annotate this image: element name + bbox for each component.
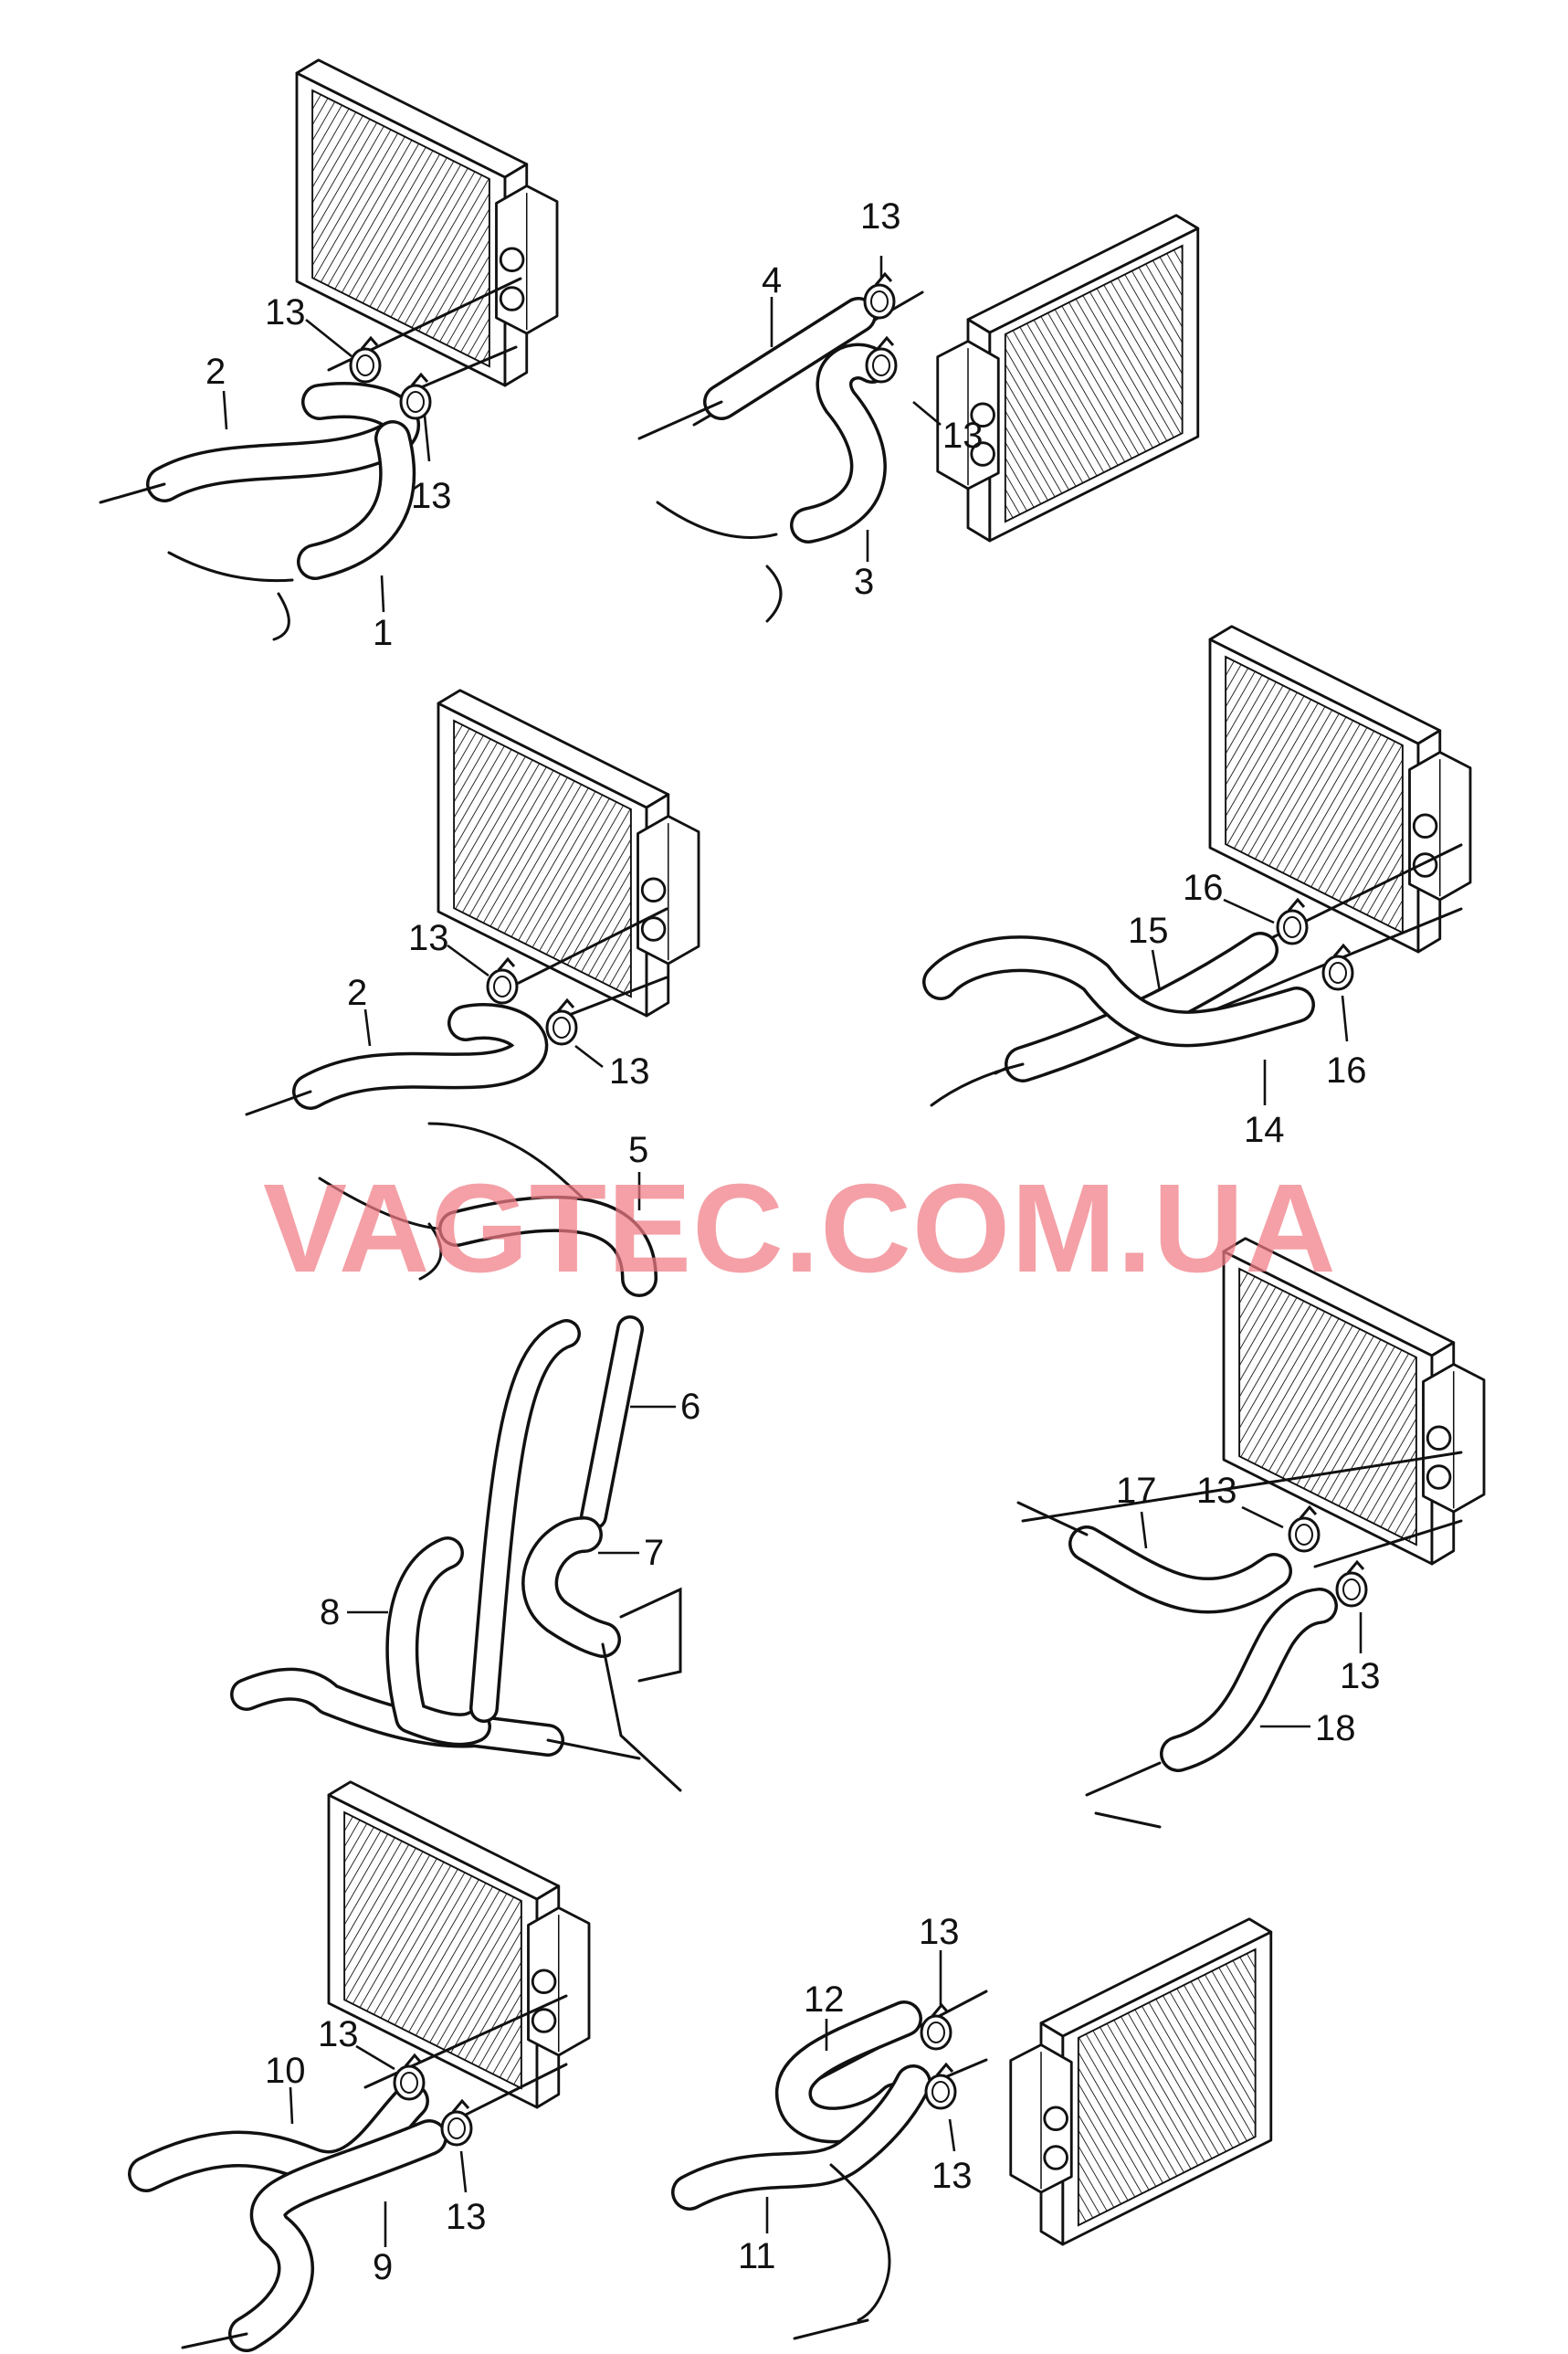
hose-3 bbox=[790, 343, 890, 544]
group-c: 13 13 2 bbox=[245, 689, 700, 1281]
group-f: 13 13 17 18 bbox=[1016, 1237, 1486, 1829]
label-14: 14 bbox=[1244, 1110, 1285, 1150]
hose-clamp-icon bbox=[399, 373, 432, 420]
label-13: 13 bbox=[1340, 1656, 1381, 1696]
label-13: 13 bbox=[1196, 1471, 1237, 1511]
group-g: 13 13 10 9 bbox=[128, 1780, 591, 2352]
hose-9 bbox=[228, 2119, 447, 2352]
hose-7 bbox=[521, 1516, 621, 1658]
hose-clamp-icon bbox=[349, 336, 382, 384]
group-h: 13 13 12 11 bbox=[671, 1912, 1271, 2340]
heater-core-a bbox=[295, 58, 559, 387]
label-5: 5 bbox=[628, 1130, 648, 1170]
label-11: 11 bbox=[738, 2236, 776, 2276]
hose-clamp-icon bbox=[393, 2053, 426, 2101]
hose-14 bbox=[922, 935, 1315, 1048]
hose-12 bbox=[775, 2000, 922, 2144]
label-13: 13 bbox=[411, 476, 452, 516]
hose-8 bbox=[230, 1319, 581, 1757]
hose-18 bbox=[1160, 1588, 1338, 1772]
label-7: 7 bbox=[644, 1533, 664, 1573]
group-a: 13 13 2 1 bbox=[99, 58, 559, 653]
label-16: 16 bbox=[1326, 1050, 1367, 1091]
heater-core-b bbox=[938, 216, 1198, 541]
label-16: 16 bbox=[1183, 868, 1224, 908]
label-6: 6 bbox=[680, 1387, 700, 1427]
label-2: 2 bbox=[347, 973, 367, 1013]
label-4: 4 bbox=[762, 260, 782, 301]
hose-clamp-icon bbox=[545, 998, 578, 1046]
label-15: 15 bbox=[1128, 911, 1169, 951]
label-13: 13 bbox=[609, 1051, 650, 1092]
label-13: 13 bbox=[860, 196, 901, 237]
hose-17 bbox=[1068, 1525, 1292, 1614]
hose-clamp-icon bbox=[1276, 898, 1309, 945]
hose-4 bbox=[703, 297, 877, 420]
label-3: 3 bbox=[854, 562, 874, 602]
hose-clamp-icon bbox=[924, 2063, 957, 2110]
label-13: 13 bbox=[446, 2197, 487, 2237]
hose-clamp-icon bbox=[1321, 944, 1354, 991]
label-12: 12 bbox=[804, 1979, 845, 2020]
watermark-text: VAGTEC.COM.UA bbox=[263, 1158, 1337, 1299]
label-10: 10 bbox=[265, 2051, 306, 2091]
heater-core-h bbox=[1011, 1919, 1271, 2244]
label-2: 2 bbox=[205, 352, 226, 392]
hose-clamp-icon bbox=[920, 2003, 952, 2051]
label-9: 9 bbox=[373, 2247, 393, 2287]
hose-2-c bbox=[292, 1003, 549, 1110]
label-13: 13 bbox=[265, 292, 306, 333]
group-b: 13 13 4 3 bbox=[637, 196, 1198, 623]
hose-5 bbox=[438, 1195, 658, 1297]
label-13: 13 bbox=[931, 2156, 973, 2196]
hose-clamp-icon bbox=[1288, 1505, 1321, 1553]
hose-clamp-icon bbox=[863, 272, 896, 320]
label-1: 1 bbox=[373, 613, 393, 653]
label-17: 17 bbox=[1116, 1471, 1157, 1511]
hose-clamp-icon bbox=[1335, 1560, 1368, 1608]
pipe-6 bbox=[580, 1315, 644, 1530]
heater-core-g bbox=[327, 1780, 591, 2109]
hose-clamp-icon bbox=[865, 336, 898, 384]
label-13: 13 bbox=[318, 2014, 359, 2054]
label-18: 18 bbox=[1315, 1708, 1356, 1748]
hose-11 bbox=[671, 2064, 931, 2211]
group-d: 16 16 15 14 bbox=[922, 625, 1472, 1150]
label-8: 8 bbox=[320, 1592, 340, 1632]
hose-2-a bbox=[146, 382, 420, 502]
hose-clamp-icon bbox=[440, 2099, 473, 2147]
label-13: 13 bbox=[919, 1912, 960, 1952]
group-e: 5 6 7 8 bbox=[230, 1130, 700, 1792]
label-13: 13 bbox=[942, 416, 984, 456]
hose-1-a bbox=[297, 420, 416, 580]
label-13: 13 bbox=[408, 918, 449, 958]
hose-clamp-icon bbox=[486, 957, 519, 1005]
